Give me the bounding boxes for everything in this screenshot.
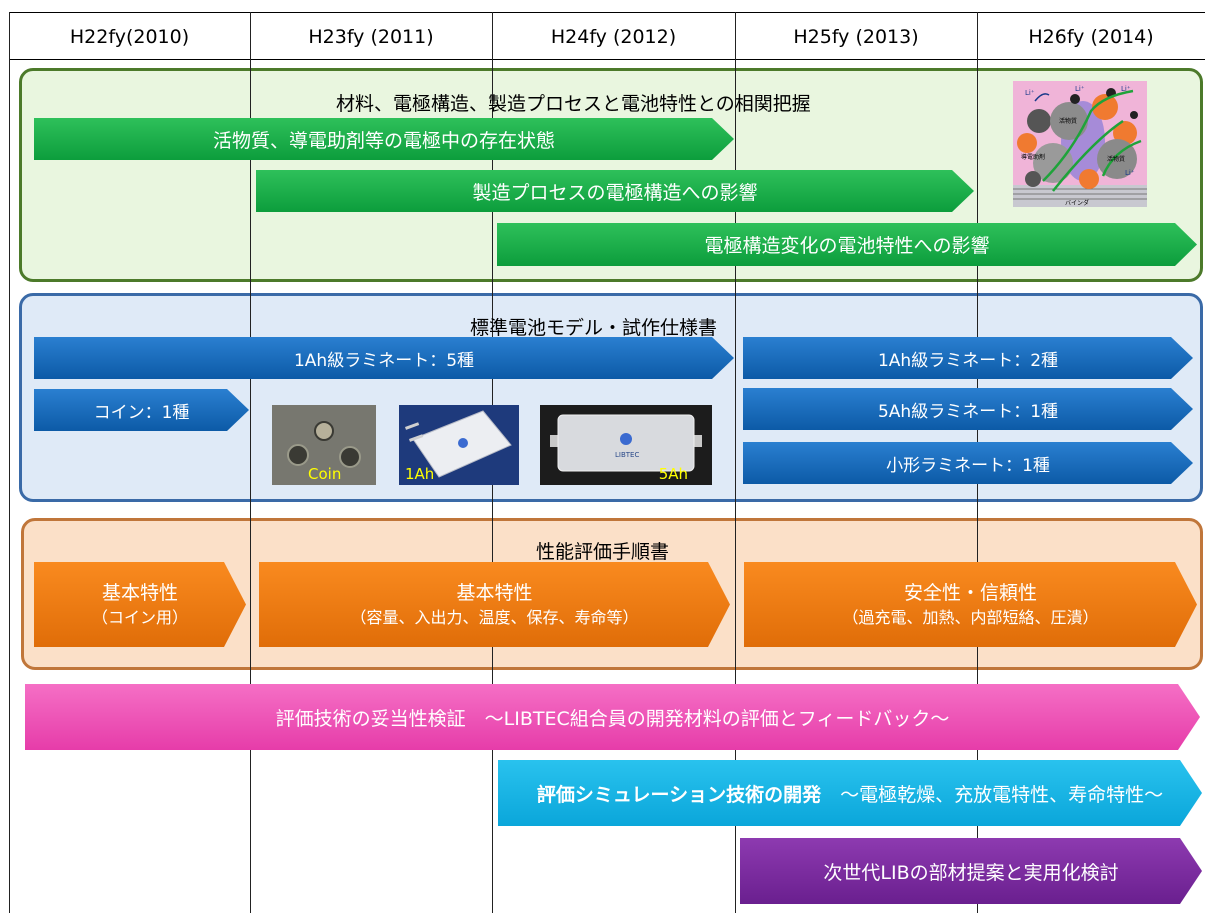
safety-reliability-main: 安全性・信頼性 — [903, 581, 1037, 604]
grid-line — [735, 12, 736, 913]
arrow-basic-coin: 基本特性 （コイン用） — [34, 562, 246, 647]
arrow-simulation: 評価シミュレーション技術の開発 ～電極乾燥、充放電特性、寿命特性～ — [498, 760, 1202, 826]
battery-model-title: 標準電池モデル・試作仕様書 — [470, 317, 718, 339]
evaluation-procedure-title: 性能評価手順書 — [536, 541, 670, 563]
5ah-cell-photo: LIBTEC 5Ah — [540, 405, 712, 485]
grid-line — [250, 12, 251, 913]
libtec-logo-text: LIBTEC — [615, 451, 639, 459]
li-ion-label: Li⁺ — [1121, 85, 1131, 93]
binder-label: バインダ — [1065, 199, 1089, 207]
basic-characteristics-main: 基本特性 — [456, 581, 533, 604]
year-header-row: H22fy(2010) H23fy (2011) H24fy (2012) H2… — [9, 12, 1205, 60]
li-ion-label: Li⁺ — [1075, 85, 1085, 93]
simulation-title: 評価シミュレーション技術の開発 — [536, 783, 822, 806]
year-header-2013: H25fy (2013) — [793, 25, 919, 48]
arrow-1ah-laminate-2: 1Ah級ラミネート：2種 — [743, 337, 1193, 379]
arrow-validation: 評価技術の妥当性検証 ～LIBTEC組合員の開発材料の評価とフィードバック～ — [25, 684, 1200, 750]
arrow-1ah-laminate-5: 1Ah級ラミネート：5種 — [34, 337, 734, 379]
year-header-2011: H23fy (2011) — [308, 25, 434, 48]
coin-cell-photo: Coin — [272, 405, 376, 485]
active-material-label: 活物質 — [1107, 155, 1125, 163]
li-ion-label: Li⁺ — [1025, 89, 1035, 97]
simulation-detail: ～電極乾燥、充放電特性、寿命特性～ — [821, 783, 1164, 806]
arrow-electrode-state: 活物質、導電助剤等の電極中の存在状態 — [34, 118, 734, 160]
1ah-photo-label: 1Ah — [405, 465, 435, 483]
correlation-title: 材料、電極構造、製造プロセスと電池特性との相関把握 — [336, 93, 811, 115]
coin-photo-label: Coin — [308, 465, 342, 483]
year-header-2014: H26fy (2014) — [1028, 25, 1154, 48]
arrow-process-influence: 製造プロセスの電極構造への影響 — [256, 170, 974, 212]
arrow-next-gen: 次世代LIBの部材提案と実用化検討 — [740, 838, 1202, 904]
basic-coin-sub: （コイン用） — [91, 607, 188, 627]
1ah-cell-photo: 1Ah — [399, 405, 519, 485]
basic-coin-main: 基本特性 — [101, 581, 178, 604]
arrow-5ah-laminate-1: 5Ah級ラミネート：1種 — [743, 388, 1193, 430]
1ah-cell-image — [399, 405, 519, 485]
arrow-safety-reliability: 安全性・信頼性 （過充電、加熱、内部短絡、圧潰） — [744, 562, 1197, 647]
coin-cell-image — [272, 405, 376, 485]
safety-reliability-sub: （過充電、加熱、内部短絡、圧潰） — [842, 607, 1099, 627]
li-ion-label: Li⁺ — [1125, 169, 1135, 177]
electrode-structure-svg: Li⁺ Li⁺ Li⁺ Li⁺ 活物質 活物質 導電助剤 バインダ — [1013, 81, 1147, 207]
arrow-basic-characteristics: 基本特性 （容量、入出力、温度、保存、寿命等） — [259, 562, 730, 647]
active-material-label: 活物質 — [1059, 117, 1077, 125]
year-header-2010: H22fy(2010) — [69, 25, 190, 48]
electrode-structure-diagram: Li⁺ Li⁺ Li⁺ Li⁺ 活物質 活物質 導電助剤 バインダ — [1013, 81, 1147, 207]
5ah-cell-image: LIBTEC — [540, 405, 712, 485]
year-header-2012: H24fy (2012) — [550, 25, 677, 48]
basic-characteristics-sub: （容量、入出力、温度、保存、寿命等） — [350, 607, 639, 627]
5ah-photo-label: 5Ah — [658, 465, 688, 483]
arrow-coin-1: コイン：1種 — [34, 389, 249, 431]
arrow-structure-influence: 電極構造変化の電池特性への影響 — [497, 223, 1197, 266]
arrow-small-laminate-1: 小形ラミネート：1種 — [743, 442, 1193, 484]
grid-line — [9, 12, 10, 913]
conductive-agent-label: 導電助剤 — [1021, 153, 1045, 161]
